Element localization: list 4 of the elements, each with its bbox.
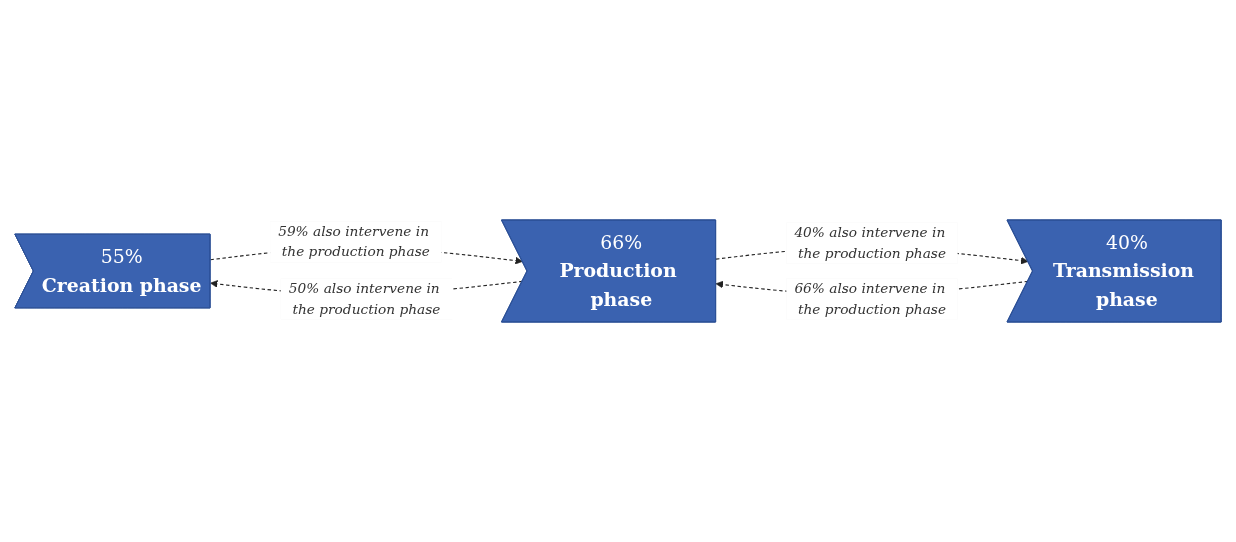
edge-label: 40% also intervene in the production phase <box>794 224 947 262</box>
edge-label: 66% also intervene in the production phase <box>794 280 947 317</box>
edge-label: 59% also intervene in the production phase <box>278 223 430 260</box>
edge-label: 50% also intervene in the production phase <box>288 280 441 317</box>
